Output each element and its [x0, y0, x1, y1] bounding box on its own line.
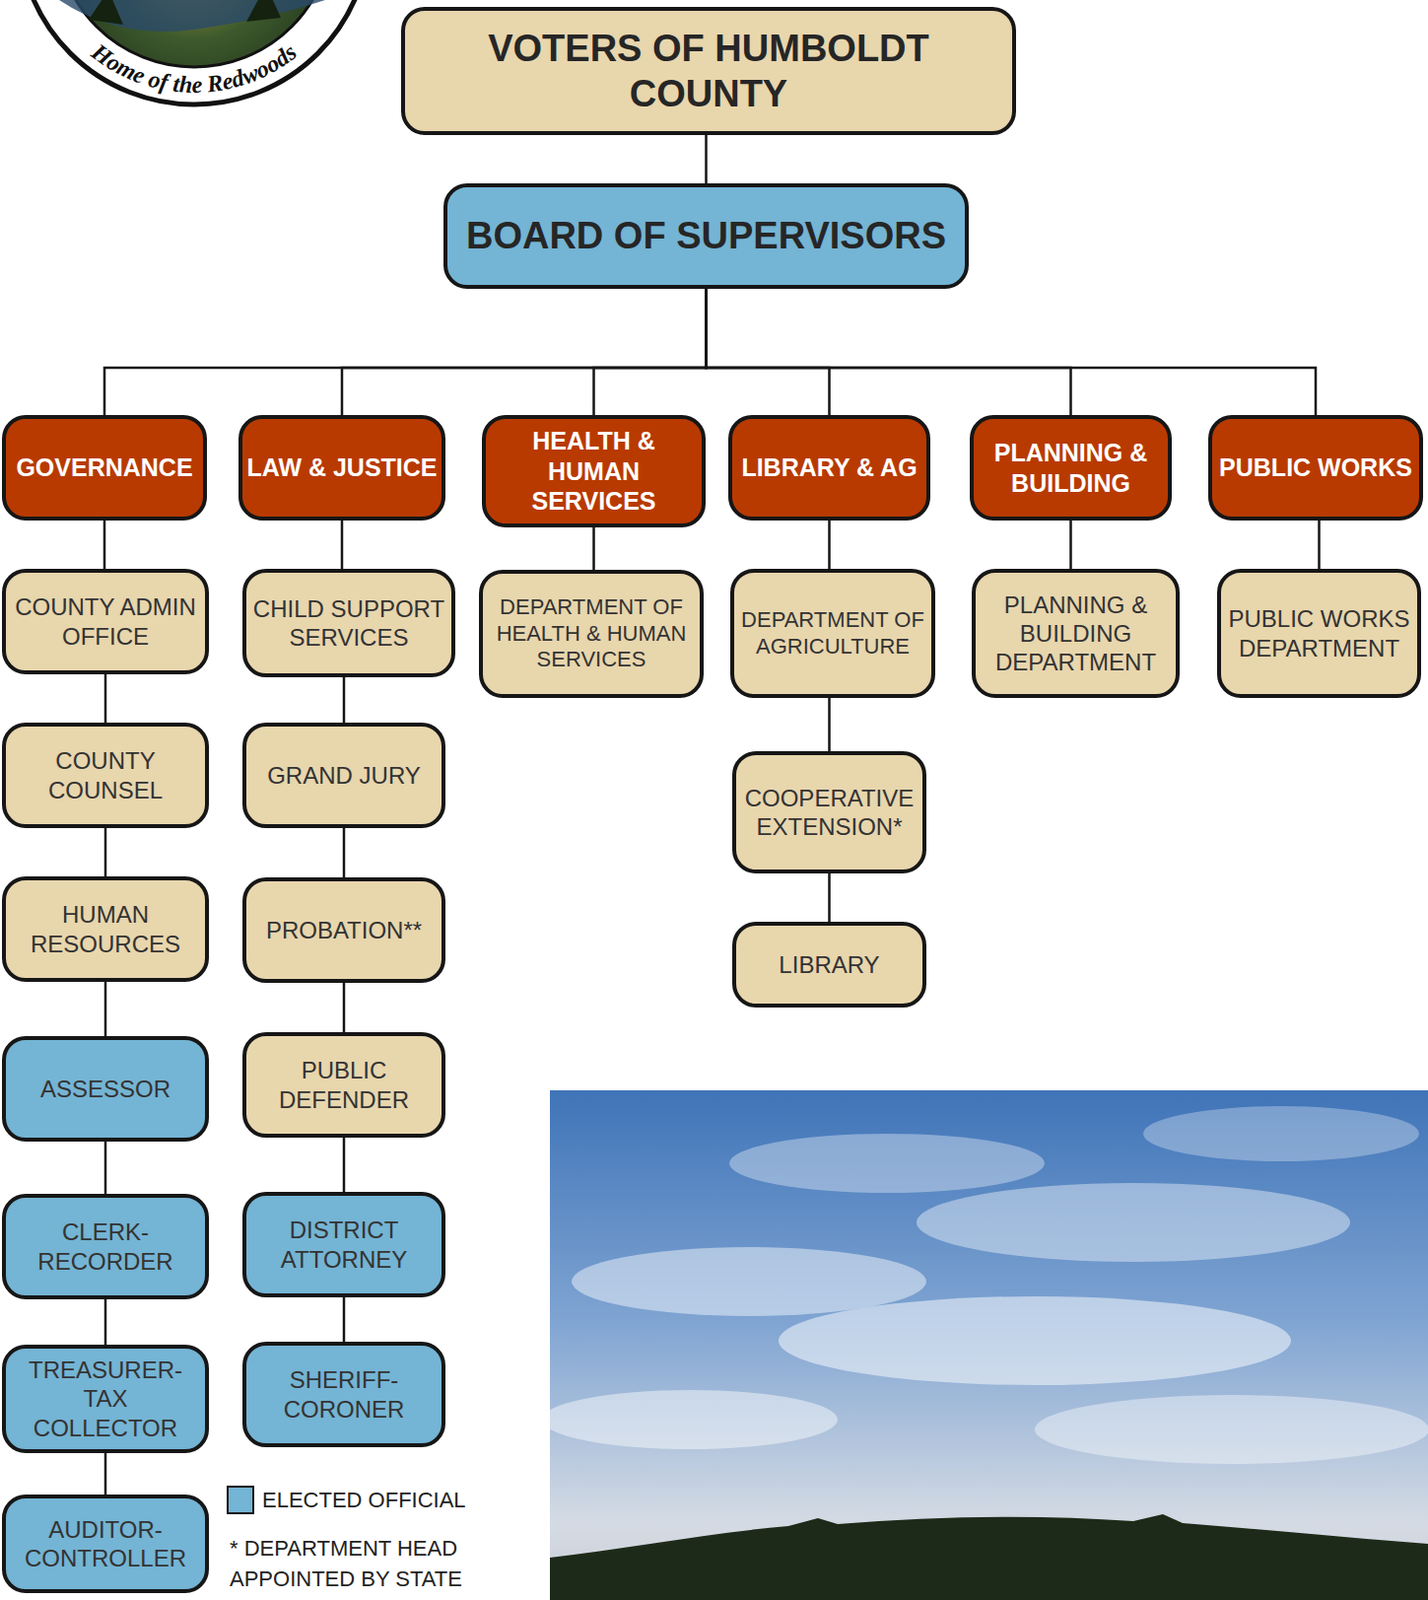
- department-box: COUNTY COUNSEL: [1, 722, 209, 828]
- department-box: PUBLIC DEFENDER: [242, 1031, 446, 1138]
- department-box: CHILD SUPPORT SERVICES: [242, 568, 456, 678]
- org-connector: [104, 288, 707, 415]
- elected-office-box: CLERK- RECORDER: [1, 1193, 209, 1299]
- box-text: TREASURER- TAX COLLECTOR: [9, 1355, 202, 1442]
- org-connector: [103, 520, 107, 569]
- box-text: LIBRARY & AG: [736, 452, 923, 483]
- box-text: COOPERATIVE EXTENSION*: [740, 783, 919, 842]
- org-connector: [104, 674, 108, 723]
- department-box: DEPARTMENT OF AGRICULTURE: [730, 568, 936, 698]
- seal-motto: Home of the Redwoods: [86, 38, 302, 98]
- seal-motto-text: Home of the Redwoods: [86, 38, 302, 98]
- org-connector: [341, 288, 707, 415]
- top-box: VOTERS OF HUMBOLDT COUNTY: [401, 6, 1017, 136]
- elected-office-box: DISTRICT ATTORNEY: [242, 1191, 446, 1297]
- department-box: PLANNING & BUILDING DEPARTMENT: [971, 568, 1180, 698]
- org-connector: [592, 527, 596, 570]
- org-connector: [1317, 520, 1321, 569]
- box-text: PLANNING & BUILDING DEPARTMENT: [979, 590, 1172, 678]
- box-text: COUNTY ADMIN OFFICE: [9, 592, 202, 651]
- box-text: BOARD OF SUPERVISORS: [451, 212, 961, 259]
- legend-text: ELECTED OFFICIAL: [262, 1486, 467, 1514]
- category-box: PLANNING & BUILDING: [969, 414, 1172, 521]
- box-text: DEPARTMENT OF AGRICULTURE: [738, 607, 928, 661]
- org-connector: [104, 1452, 108, 1495]
- org-connector: [827, 520, 831, 569]
- org-connector: [342, 677, 346, 723]
- box-text: CLERK- RECORDER: [9, 1217, 202, 1276]
- box-text: LAW & JUSTICE: [246, 452, 438, 483]
- org-connector: [594, 288, 707, 415]
- category-box: HEALTH & HUMAN SERVICES: [481, 414, 706, 528]
- department-box: LIBRARY: [732, 921, 927, 1008]
- org-connector: [342, 1296, 346, 1342]
- org-connector: [104, 1141, 108, 1194]
- department-box: PROBATION**: [242, 877, 446, 983]
- box-text: LIBRARY: [740, 950, 919, 979]
- box-text: AUDITOR- CONTROLLER: [9, 1514, 202, 1573]
- department-box: GRAND JURY: [242, 722, 446, 828]
- org-connector: [706, 288, 1072, 415]
- board-box: BOARD OF SUPERVISORS: [443, 183, 969, 289]
- department-box: HUMAN RESOURCES: [1, 876, 209, 982]
- category-box: GOVERNANCE: [1, 414, 207, 521]
- box-text: VOTERS OF HUMBOLDT COUNTY: [408, 25, 1009, 118]
- box-text: SHERIFF- CORONER: [250, 1364, 438, 1424]
- box-text: HUMAN RESOURCES: [9, 899, 202, 958]
- org-connector: [340, 520, 344, 569]
- elected-office-box: SHERIFF- CORONER: [242, 1341, 446, 1447]
- org-connector: [342, 1137, 346, 1192]
- box-text: PUBLIC WORKS: [1216, 452, 1416, 483]
- department-box: DEPARTMENT OF HEALTH & HUMAN SERVICES: [478, 569, 704, 698]
- elected-office-box: ASSESSOR: [1, 1035, 209, 1142]
- org-connector: [706, 288, 1317, 415]
- box-text: GRAND JURY: [250, 760, 438, 790]
- department-box: COUNTY ADMIN OFFICE: [1, 568, 209, 675]
- org-connector: [342, 982, 346, 1032]
- org-connector: [104, 827, 108, 877]
- box-text: PROBATION**: [250, 915, 438, 945]
- box-text: HEALTH & HUMAN SERVICES: [489, 425, 698, 517]
- category-box: PUBLIC WORKS: [1208, 414, 1424, 521]
- org-connector: [706, 288, 830, 415]
- box-text: PLANNING & BUILDING: [977, 437, 1164, 498]
- elected-office-box: TREASURER- TAX COLLECTOR: [1, 1344, 209, 1453]
- box-text: PUBLIC DEFENDER: [250, 1055, 438, 1114]
- box-text: DISTRICT ATTORNEY: [250, 1215, 438, 1274]
- elected-office-box: AUDITOR- CONTROLLER: [1, 1494, 209, 1593]
- org-connector: [827, 697, 831, 751]
- org-connector: [827, 873, 831, 922]
- org-connector: [104, 981, 108, 1036]
- county-seal: Home of the Redwoods: [18, 0, 370, 105]
- category-box: LIBRARY & AG: [728, 414, 931, 521]
- department-box: COOPERATIVE EXTENSION*: [732, 750, 927, 874]
- box-text: CHILD SUPPORT SERVICES: [250, 594, 448, 653]
- category-box: LAW & JUSTICE: [238, 414, 446, 521]
- box-text: ASSESSOR: [9, 1074, 202, 1103]
- landscape-photo: [542, 1089, 1428, 1600]
- department-box: PUBLIC WORKS DEPARTMENT: [1217, 568, 1422, 698]
- footnote: * DEPARTMENT HEAD APPOINTED BY STATE: [229, 1533, 526, 1595]
- org-connector: [1069, 520, 1073, 569]
- legend-swatch: [226, 1485, 255, 1514]
- org-connector: [104, 1298, 108, 1345]
- org-connector: [704, 135, 708, 184]
- box-text: GOVERNANCE: [9, 452, 200, 483]
- box-text: DEPARTMENT OF HEALTH & HUMAN SERVICES: [486, 594, 696, 674]
- box-text: PUBLIC WORKS DEPARTMENT: [1224, 604, 1414, 663]
- box-text: COUNTY COUNSEL: [9, 746, 202, 805]
- org-connector: [342, 827, 346, 878]
